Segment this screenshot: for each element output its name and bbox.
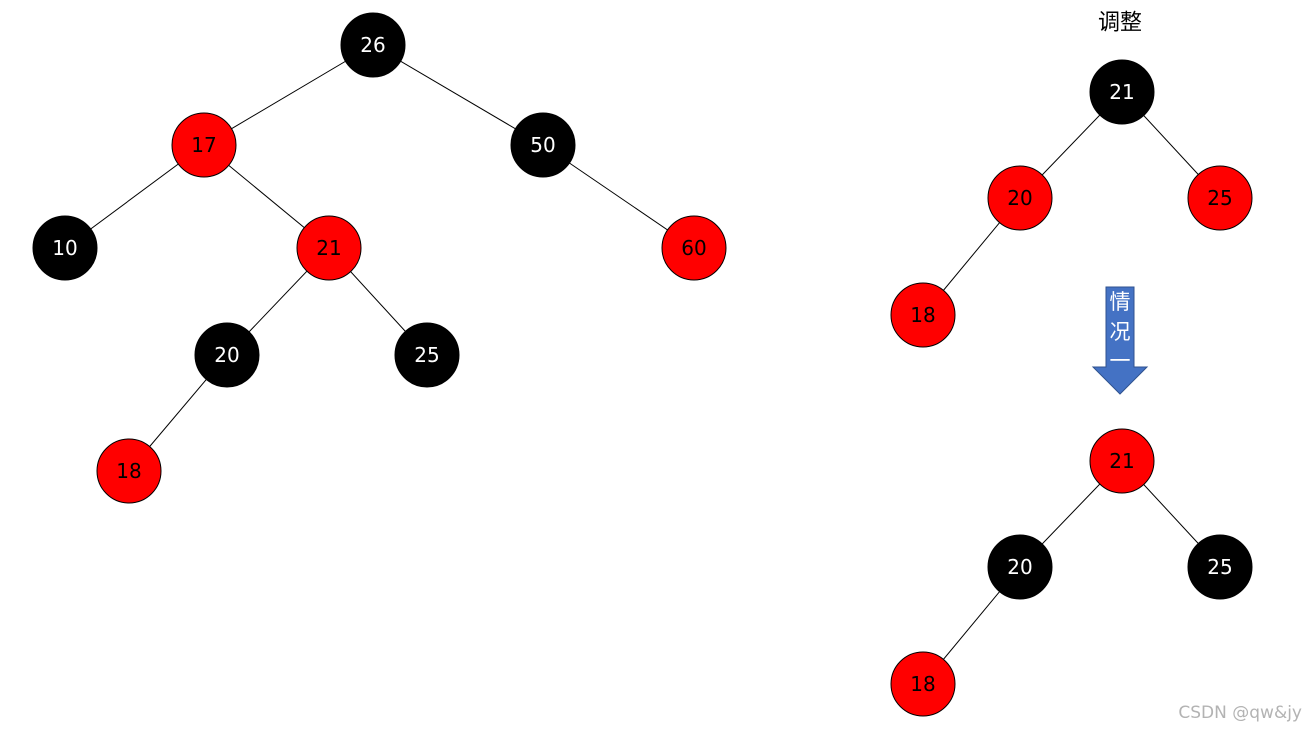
node-value-label: 20 [1007, 555, 1032, 579]
black-node-circle [394, 322, 460, 388]
tree-node-b18: 18 [890, 282, 956, 348]
red-node-circle [890, 651, 956, 717]
tree-node-n21: 21 [296, 215, 362, 281]
red-node-circle [890, 282, 956, 348]
node-value-label: 25 [414, 343, 439, 367]
node-value-label: 60 [681, 236, 706, 260]
tree-edge [372, 44, 544, 146]
node-value-label: 21 [1109, 80, 1134, 104]
tree-node-a25: 25 [1187, 534, 1253, 600]
node-value-label: 25 [1207, 555, 1232, 579]
down-arrow-icon [1091, 286, 1149, 395]
node-value-label: 18 [116, 459, 141, 483]
node-value-label: 10 [52, 236, 77, 260]
adjust-title: 调整 [1098, 11, 1142, 36]
black-node-circle [1187, 534, 1253, 600]
tree-node-n25: 25 [394, 322, 460, 388]
node-value-label: 21 [1109, 449, 1134, 473]
arrow-label-char-3: 一 [1110, 349, 1131, 373]
tree-node-n20: 20 [194, 322, 260, 388]
node-value-label: 25 [1207, 186, 1232, 210]
main-tree [64, 44, 695, 472]
node-value-label: 18 [910, 303, 935, 327]
node-value-label: 20 [1007, 186, 1032, 210]
black-node-circle [32, 215, 98, 281]
red-node-circle [1089, 428, 1155, 494]
tree-node-n60: 60 [661, 215, 727, 281]
black-node-circle [987, 534, 1053, 600]
tree-node-b21: 21 [1089, 59, 1155, 125]
node-value-label: 18 [910, 672, 935, 696]
tree-node-a18: 18 [890, 651, 956, 717]
node-value-label: 17 [191, 133, 216, 157]
black-node-circle [194, 322, 260, 388]
red-node-circle [987, 165, 1053, 231]
tree-node-a20: 20 [987, 534, 1053, 600]
node-value-label: 50 [530, 133, 555, 157]
tree-node-n10: 10 [32, 215, 98, 281]
black-node-circle [1089, 59, 1155, 125]
node-value-label: 26 [360, 33, 385, 57]
after-tree [922, 460, 1221, 685]
tree-node-a21: 21 [1089, 428, 1155, 494]
tree-node-n17: 17 [171, 112, 237, 178]
before-tree [922, 91, 1221, 316]
node-value-label: 20 [214, 343, 239, 367]
tree-node-b20: 20 [987, 165, 1053, 231]
tree-node-n18: 18 [96, 438, 162, 504]
red-node-circle [296, 215, 362, 281]
red-node-circle [171, 112, 237, 178]
red-node-circle [661, 215, 727, 281]
csdn-watermark: CSDN @qw&jy [1178, 703, 1302, 723]
tree-node-b25: 25 [1187, 165, 1253, 231]
black-node-circle [340, 12, 406, 78]
tree-edge [203, 44, 374, 146]
nodes-layer: 26 17 50 10 21 60 20 25 18 21 20 25 18 21 20 25 18 [32, 12, 1253, 717]
arrow-label-char-2: 况 [1110, 320, 1131, 344]
red-node-circle [96, 438, 162, 504]
arrow-label-char-1: 情 [1110, 290, 1131, 314]
case-one-arrow: 情 况 一 [1091, 286, 1149, 395]
red-node-circle [1187, 165, 1253, 231]
node-value-label: 21 [316, 236, 341, 260]
black-node-circle [510, 112, 576, 178]
tree-node-n26: 26 [340, 12, 406, 78]
tree-node-n50: 50 [510, 112, 576, 178]
